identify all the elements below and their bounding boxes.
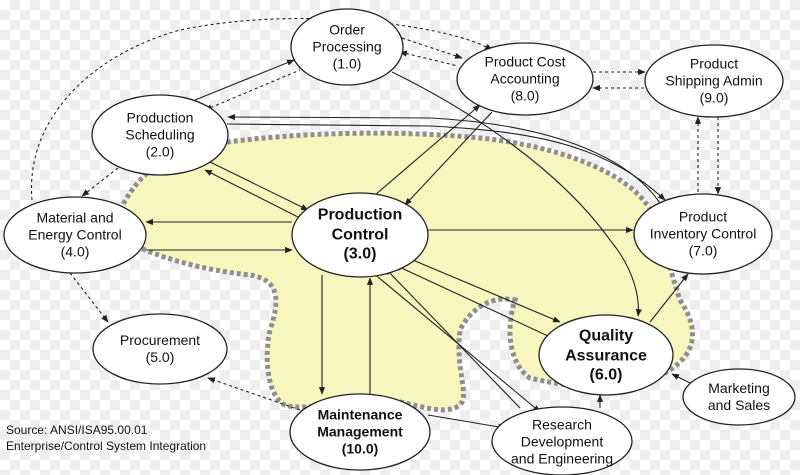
edge-marketing-to-quality <box>671 373 691 384</box>
edge-scheduling-to-control <box>209 161 309 211</box>
order-processing-label: Order Processing (1.0) <box>312 21 382 72</box>
edge-order-to-quality <box>391 71 642 317</box>
source-caption: Source: ANSI/ISA95.00.01 Enterprise/Cont… <box>6 423 206 454</box>
edge-inventory-to-scheduling <box>227 113 661 204</box>
edge-scheduling-to-order-a <box>194 59 295 101</box>
edge-control-to-research <box>371 271 541 413</box>
shipping-admin-label: Product Shipping Admin (9.0) <box>665 55 763 106</box>
source-line-1: Source: ANSI/ISA95.00.01 <box>6 423 148 437</box>
product-inventory-node <box>633 193 773 275</box>
edge-research-to-control-a <box>384 267 521 409</box>
edge-control-to-cost <box>374 104 481 196</box>
research-node <box>491 406 633 475</box>
order-processing-node <box>290 8 404 86</box>
edge-control-to-scheduling <box>204 169 301 219</box>
procurement-label: Procurement (5.0) <box>119 331 201 365</box>
edge-scheduling-to-material <box>81 167 119 197</box>
edge-maintenance-to-research <box>427 414 506 430</box>
procurement-node <box>92 313 228 385</box>
edge-cost-to-control <box>404 111 493 206</box>
production-scheduling-label: Production Scheduling (2.0) <box>125 109 195 160</box>
material-energy-node <box>3 196 147 274</box>
edge-control-to-quality-a <box>407 257 561 323</box>
production-scheduling-node <box>91 94 229 176</box>
product-cost-label: Product Cost Accounting (8.0) <box>484 53 566 104</box>
edge-order-to-cost-b <box>399 50 459 67</box>
edge-material-to-procurement <box>69 272 109 323</box>
edge-quality-to-control <box>394 264 549 337</box>
maintenance-node <box>289 393 431 471</box>
shipping-admin-node <box>644 44 784 118</box>
product-cost-node <box>456 42 594 116</box>
production-control-label: Production Control (3.0) <box>317 206 403 263</box>
edge-order-to-cost-a <box>401 37 463 59</box>
edge-scheduling-to-order-b <box>204 69 301 111</box>
marketing-node <box>682 368 796 426</box>
research-label: Research Development and Engineering <box>511 416 613 467</box>
edge-material-to-order <box>30 17 493 201</box>
edge-scheduling-to-inventory <box>226 123 666 201</box>
quality-assurance-node <box>538 314 674 396</box>
marketing-label: Marketing and Sales <box>707 379 771 413</box>
production-control-node <box>291 192 429 278</box>
source-line-2: Enterprise/Control System Integration <box>6 438 207 453</box>
node-shapes <box>3 8 796 475</box>
quality-assurance-label: Quality Assurance (6.0) <box>565 327 647 384</box>
edge-maintenance-to-procurement <box>207 377 301 411</box>
material-energy-label: Material and Energy Control (4.0) <box>28 209 122 260</box>
edge-quality-to-inventory <box>649 273 689 323</box>
maintenance-label: Maintenance Management (10.0) <box>317 406 403 457</box>
product-inventory-label: Product Inventory Control (7.0) <box>649 208 757 259</box>
